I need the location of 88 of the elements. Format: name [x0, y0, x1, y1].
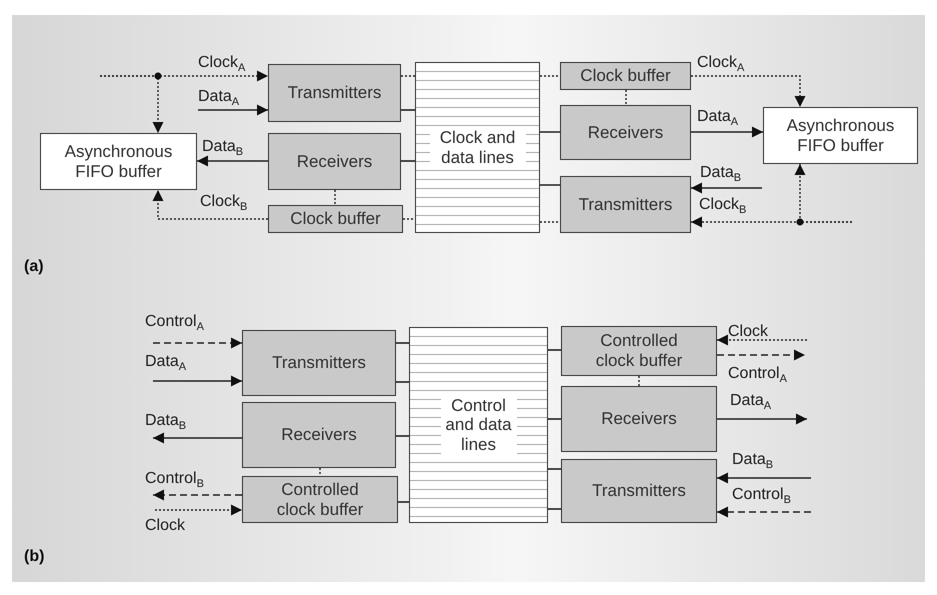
- signal-label: Data$_{B}$: [202, 138, 244, 158]
- signal-label: Data$_{B}$: [732, 451, 774, 472]
- process-box: [561, 386, 717, 452]
- connector-line: [540, 184, 560, 186]
- signal-label: Clock: [145, 517, 186, 535]
- process-box: [242, 402, 396, 468]
- signal-label: Clock$_{A}$: [198, 54, 246, 74]
- signal-label: Clock: [728, 323, 768, 341]
- signal-label: Control$_{A}$: [728, 365, 787, 386]
- box-label: Transmitters: [592, 481, 686, 501]
- arrow: [691, 182, 762, 194]
- signal-label: Data$_{A}$: [730, 392, 772, 412]
- process-box: [561, 459, 717, 523]
- connector-line: [548, 418, 561, 420]
- process-box: [242, 476, 398, 523]
- panel-label: (a): [24, 258, 44, 276]
- box-label: Receivers: [588, 122, 664, 142]
- connector-line: [396, 342, 409, 344]
- arrow: [100, 75, 164, 133]
- process-box: [242, 330, 396, 396]
- box-label: Transmitters: [272, 353, 366, 373]
- connector-line: [334, 190, 336, 205]
- arrow: [794, 164, 852, 223]
- connector-line: [638, 376, 640, 386]
- signal-label: Data$_{A}$: [145, 353, 186, 374]
- process-box: [268, 64, 401, 122]
- box-label: Clock buffer: [290, 209, 381, 229]
- signal-label: Clock$_{A}$: [697, 54, 744, 74]
- buffer-box: [763, 107, 918, 164]
- connector-line: [540, 75, 560, 77]
- arrow: [691, 75, 806, 107]
- box-label: Receivers: [281, 425, 357, 445]
- signal-label: Clock$_{B}$: [200, 193, 248, 214]
- box-label: Asynchronous FIFO buffer: [64, 142, 174, 182]
- connector-line: [540, 221, 560, 223]
- bus-lines-box: [409, 327, 548, 523]
- connector-line: [319, 468, 321, 476]
- signal-label: Control$_{B}$: [145, 470, 204, 490]
- connector-line: [548, 349, 561, 351]
- process-box: [268, 133, 401, 190]
- signal-label: Data$_{A}$: [198, 88, 240, 108]
- arrow: [198, 104, 268, 116]
- connector-line: [625, 90, 627, 105]
- panel-label: (b): [24, 548, 44, 566]
- arrow: [155, 504, 242, 516]
- buffer-box: [40, 133, 197, 190]
- bus-lines-box: [415, 62, 540, 233]
- arrow: [153, 376, 242, 386]
- process-box: [560, 176, 691, 233]
- arrow: [717, 414, 807, 424]
- box-label: Asynchronous FIFO buffer: [786, 116, 896, 156]
- box-label: Controlled clock buffer: [276, 480, 364, 520]
- box-label: Receivers: [601, 409, 677, 429]
- arrow: [717, 350, 805, 360]
- arrow: [153, 338, 242, 348]
- signal-label: Clock$_{B}$: [699, 196, 746, 216]
- box-label: Clock buffer: [580, 66, 671, 86]
- box-label: Receivers: [296, 152, 372, 172]
- connector-line: [548, 468, 561, 470]
- connector-line: [401, 75, 415, 77]
- box-label: Transmitters: [288, 83, 382, 103]
- arrow: [717, 472, 811, 484]
- signal-label: Control$_{A}$: [145, 313, 204, 334]
- signal-label: Data$_{A}$: [697, 108, 738, 128]
- arrow: [153, 432, 242, 444]
- arrow: [153, 490, 242, 500]
- connector-line: [398, 501, 409, 503]
- connector-line: [396, 381, 409, 383]
- arrow: [152, 190, 268, 220]
- connector-line: [401, 160, 415, 162]
- connector-line: [548, 508, 561, 510]
- connector-line: [401, 109, 415, 111]
- arrow: [717, 334, 807, 346]
- process-box: [561, 326, 717, 376]
- connector-line: [396, 435, 409, 437]
- arrow: [691, 126, 763, 138]
- signal-label: Data$_{B}$: [700, 164, 742, 184]
- process-box: [268, 205, 403, 233]
- connector-line: [403, 218, 415, 220]
- box-label: Controlled clock buffer: [594, 331, 684, 371]
- arrow: [197, 156, 268, 166]
- signal-label: Control$_{B}$: [732, 486, 791, 506]
- arrow: [717, 506, 811, 518]
- signal-label: Data$_{B}$: [145, 412, 186, 432]
- connector-line: [540, 131, 560, 133]
- process-box: [560, 105, 691, 160]
- process-box: [560, 62, 691, 90]
- box-label: Transmitters: [578, 194, 672, 214]
